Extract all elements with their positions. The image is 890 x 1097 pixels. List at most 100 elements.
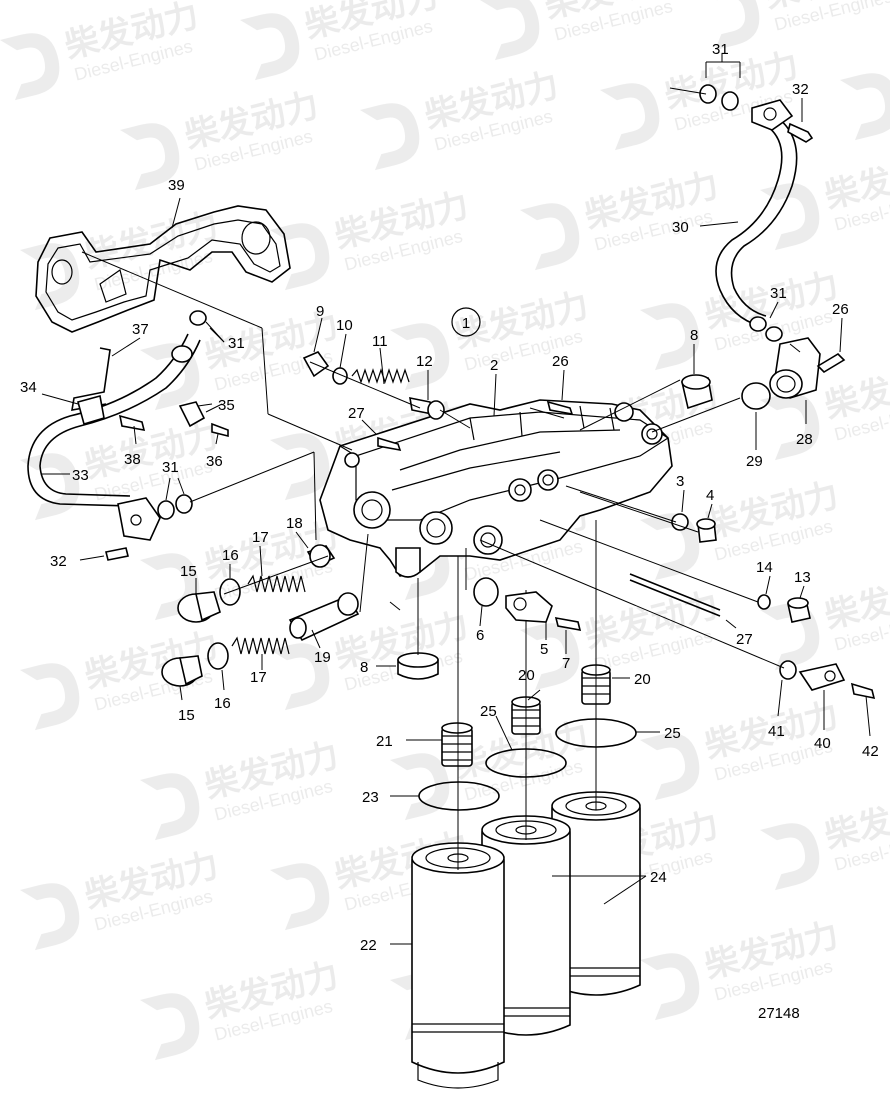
callout-24: 24 [650,869,667,886]
callout-19: 19 [314,649,331,666]
plug-8-bottom [397,652,439,680]
callout-42: 42 [862,743,879,760]
callout-28: 28 [796,431,813,448]
plug-8-top [681,374,713,410]
callout-3: 3 [676,473,684,490]
watermark-logo-icon [140,993,200,1061]
bolt-32-left [105,547,129,561]
washer-3 [671,513,689,531]
callout-25-right: 25 [664,725,681,742]
watermark-logo-icon [140,773,200,841]
spring-17-upper [247,574,306,593]
plug-15-lower [161,655,203,687]
watermark-logo-icon [700,0,760,51]
plug-15-upper [177,591,221,623]
watermark-logo-icon [640,513,700,581]
spring-17-lower [231,636,290,655]
bolt-26-right [816,352,846,374]
callout-16-lower: 16 [214,695,231,712]
callout-33: 33 [72,467,89,484]
callout-12: 12 [416,353,433,370]
seal-31-lower-left-a [157,500,175,520]
watermark-logo-icon [240,13,300,81]
flange-40 [798,663,846,691]
callout-35: 35 [218,397,235,414]
watermark-logo-icon [480,0,540,61]
bracket-37 [71,347,111,411]
bolt-38 [118,414,146,432]
callout-11: 11 [372,333,388,350]
valve-5 [505,591,553,623]
washer-14 [757,594,771,610]
bolt-36 [211,422,229,438]
bolt-42 [850,682,876,700]
oil-pipe-30 [715,99,821,399]
seal-31-c [749,316,767,332]
callout-23: 23 [362,789,379,806]
nipple-21 [441,722,473,767]
group-marker-circle [451,307,481,337]
callout-30: 30 [672,219,689,236]
callout-14: 14 [756,559,773,576]
seal-31-d [765,326,783,342]
callout-26-top: 26 [552,353,569,370]
watermark-logo-icon [120,123,180,191]
callout-8-bottom: 8 [360,659,368,676]
callout-17-upper: 17 [252,529,269,546]
watermark-logo-icon [600,83,660,151]
callout-39: 39 [168,177,185,194]
bolt-26-top [546,400,574,416]
callout-41: 41 [768,723,785,740]
filter-housing [319,399,673,578]
callout-32-left: 32 [50,553,67,570]
callout-13: 13 [794,569,811,586]
watermark-logo-icon [760,393,820,461]
callout-40: 40 [814,735,831,752]
watermark-logo-icon [520,623,580,691]
callout-32-top: 32 [792,81,809,98]
callout-15-lower: 15 [178,707,195,724]
watermark-logo-icon [270,863,330,931]
bolt-27-long [629,573,721,611]
oil-pipe-33 [27,333,201,541]
watermark-logo-icon [840,73,890,141]
watermark-logo-icon [390,753,450,821]
seal-6 [473,577,499,607]
callout-31-top: 31 [712,41,729,58]
callout-27-right: 27 [736,631,753,648]
callout-leaders [41,54,871,945]
callout-20-right: 20 [634,671,651,688]
callout-2: 2 [490,357,498,374]
watermark-logo-icon [520,203,580,271]
callout-10: 10 [336,317,353,334]
watermark-logo-icon [390,323,450,391]
callout-8-top: 8 [690,327,698,344]
drawing-number: 27148 [758,1005,800,1022]
watermark-logo-icon [20,243,80,311]
watermark-logo-icon [20,883,80,951]
watermark-logo-icon [760,183,820,251]
callout-31-left-lower: 31 [162,459,179,476]
seal-ring-29 [741,382,771,410]
callout-22: 22 [360,937,377,954]
seal-31-lower-left-b [175,494,193,514]
group-marker-label: 1 [462,315,470,332]
watermark-logo-icon [0,33,60,101]
callout-31-right: 31 [770,285,787,302]
seal-31-top-left [189,310,207,326]
spring-11 [351,368,410,384]
seal-16-lower [207,642,229,670]
watermark-logo-icon [20,663,80,731]
callout-25-left: 25 [480,703,497,720]
callout-7: 7 [562,655,570,672]
